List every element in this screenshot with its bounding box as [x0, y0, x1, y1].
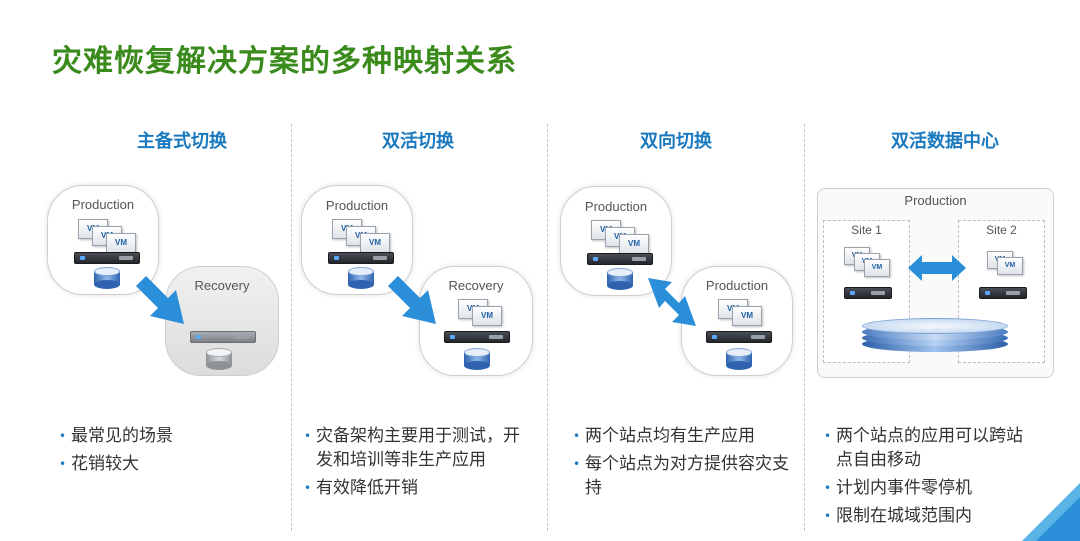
- vm-stack-icon: VM VM: [718, 299, 780, 337]
- list-item: 限制在城域范围内: [824, 504, 1024, 528]
- recovery-site-cloud: Recovery: [165, 266, 279, 376]
- column-title: 双活切换: [382, 131, 454, 152]
- database-icon: [464, 348, 490, 370]
- list-item: 两个站点的应用可以跨站点自由移动: [824, 424, 1024, 472]
- vm-stack-icon: VM VM: [987, 251, 1049, 289]
- vm-icon: VM: [864, 259, 890, 277]
- list-item: 两个站点均有生产应用: [573, 424, 789, 448]
- page-title: 灾难恢复解决方案的多种映射关系: [52, 44, 517, 79]
- server-icon: [190, 331, 256, 343]
- bullet-list: 最常见的场景 花销较大: [59, 424, 259, 480]
- list-item: 灾备架构主要用于测试，开发和培训等非生产应用: [304, 424, 536, 472]
- site-label: Production: [325, 198, 389, 213]
- database-icon: [348, 267, 374, 289]
- vm-icon: VM: [997, 257, 1023, 275]
- site-label: Production: [71, 197, 135, 212]
- shared-storage-icon: [862, 318, 1008, 352]
- vm-icon: VM: [360, 233, 390, 253]
- production-site-cloud: Production VM VM VM: [301, 185, 413, 295]
- list-item: 花销较大: [59, 452, 259, 476]
- production-site-cloud: Production VM VM VM: [47, 185, 159, 295]
- list-item: 有效降低开销: [304, 476, 536, 500]
- list-item: 最常见的场景: [59, 424, 259, 448]
- vm-stack-icon: VM VM VM: [591, 220, 653, 258]
- box-label: Production: [904, 193, 967, 208]
- recovery-site-cloud: Recovery VM VM: [419, 266, 533, 376]
- site-label: Recovery: [448, 278, 504, 293]
- site-label: Site 1: [851, 223, 882, 237]
- server-icon: [74, 252, 140, 264]
- failover-arrow-icon: [388, 276, 436, 324]
- column-title: 双向切换: [640, 131, 712, 152]
- database-icon: [726, 348, 752, 370]
- bidirectional-arrow-icon: [908, 255, 966, 281]
- production-site-cloud: Production VM VM: [681, 266, 793, 376]
- list-item: 每个站点为对方提供容灾支持: [573, 452, 789, 500]
- bullet-list: 两个站点的应用可以跨站点自由移动 计划内事件零停机 限制在城域范围内: [824, 424, 1024, 532]
- vm-icon: VM: [619, 234, 649, 254]
- site-label: Site 2: [986, 223, 1017, 237]
- server-icon: [979, 287, 1027, 299]
- vm-stack-icon: VM VM: [458, 299, 520, 337]
- corner-decoration: [1022, 483, 1080, 541]
- server-icon: [844, 287, 892, 299]
- column-title: 主备式切换: [137, 131, 227, 152]
- failover-arrow-icon: [136, 276, 184, 324]
- database-icon: [94, 267, 120, 289]
- database-icon: [607, 268, 633, 290]
- vm-stack-icon: VM VM VM: [844, 247, 906, 285]
- column-divider: [804, 124, 805, 531]
- column-divider: [291, 124, 292, 531]
- vm-icon: VM: [732, 306, 762, 326]
- site-label: Recovery: [194, 278, 250, 293]
- server-icon: [328, 252, 394, 264]
- site-1-box: Site 1 VM VM VM: [823, 220, 910, 363]
- bullet-list: 两个站点均有生产应用 每个站点为对方提供容灾支持: [573, 424, 789, 504]
- production-site-cloud: Production VM VM VM: [560, 186, 672, 296]
- site-label: Production: [705, 278, 769, 293]
- server-icon: [444, 331, 510, 343]
- vm-stack-icon: VM VM VM: [78, 219, 140, 257]
- site-label: Production: [584, 199, 648, 214]
- server-icon: [587, 253, 653, 265]
- vm-icon: VM: [106, 233, 136, 253]
- database-icon: [206, 348, 232, 370]
- list-item: 计划内事件零停机: [824, 476, 1024, 500]
- vm-stack-icon: VM VM VM: [332, 219, 394, 257]
- column-title: 双活数据中心: [891, 131, 999, 152]
- column-divider: [547, 124, 548, 531]
- bullet-list: 灾备架构主要用于测试，开发和培训等非生产应用 有效降低开销: [304, 424, 536, 504]
- bidirectional-arrow-icon: [648, 278, 696, 326]
- vm-icon: VM: [472, 306, 502, 326]
- server-icon: [706, 331, 772, 343]
